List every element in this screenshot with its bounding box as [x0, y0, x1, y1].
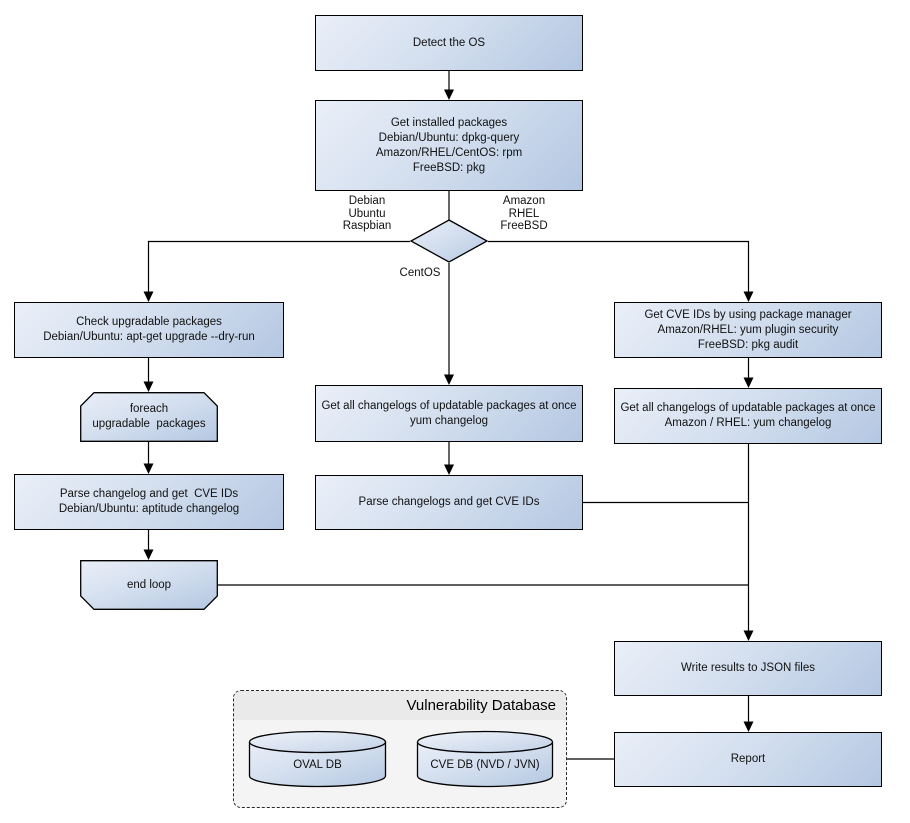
connector-line [488, 240, 750, 293]
node-foreach-loop: foreach upgradable packages [80, 392, 218, 442]
edge-label-centos-branch: CentOS [399, 267, 441, 279]
database-cylinder-icon [248, 730, 387, 788]
node-cve-db: CVE DB (NVD / JVN) [416, 730, 554, 788]
node-label: Report [730, 753, 766, 765]
node-check-upgradable-packages: Check upgradable packages Debian/Ubuntu:… [14, 302, 284, 358]
connector-line [147, 240, 410, 293]
loop-end-shape [80, 560, 218, 610]
node-get-installed-packages: Get installed packages Debian/Ubuntu: dp… [315, 100, 583, 191]
arrowhead-icon [743, 377, 754, 388]
database-cylinder-icon [416, 730, 554, 788]
node-end-loop: end loop [80, 560, 218, 610]
arrowhead-icon [143, 291, 154, 302]
node-label: end loop [126, 578, 172, 591]
node-parse-changelog-debian: Parse changelog and get CVE IDs Debian/U… [14, 474, 284, 530]
node-get-cve-ids-pkgmgr: Get CVE IDs by using package manager Ama… [614, 302, 882, 358]
edge-label-debian-branch: Debian Ubuntu Raspbian [342, 195, 392, 232]
node-report: Report [614, 732, 882, 787]
arrowhead-icon [743, 291, 754, 302]
arrowhead-icon [444, 89, 454, 100]
node-label: OVAL DB [293, 758, 342, 771]
node-get-changelogs-amazon: Get all changelogs of updatable packages… [614, 388, 882, 444]
node-get-changelogs-centos: Get all changelogs of updatable packages… [315, 385, 583, 442]
loop-begin-shape [80, 392, 218, 442]
node-oval-db: OVAL DB [248, 730, 387, 788]
arrowhead-icon [743, 721, 754, 732]
node-os-decision-diamond [409, 219, 489, 263]
arrowhead-icon [143, 381, 154, 392]
edge-label-amazon-branch: Amazon RHEL FreeBSD [500, 195, 548, 232]
node-label: Check upgradable packages Debian/Ubuntu:… [43, 316, 255, 343]
container-title: Vulnerability Database [406, 697, 556, 714]
arrowhead-icon [444, 464, 454, 475]
arrowhead-icon [444, 374, 454, 385]
node-label: Get all changelogs of updatable packages… [321, 399, 577, 427]
node-label: Get CVE IDs by using package manager Ama… [644, 308, 852, 351]
diamond-icon [409, 219, 489, 263]
container-header: Vulnerability Database [234, 691, 566, 720]
node-write-results: Write results to JSON files [614, 641, 882, 696]
arrowhead-icon [743, 630, 754, 641]
node-label: Parse changelogs and get CVE IDs [358, 496, 540, 508]
node-label: Get all changelogs of updatable packages… [620, 402, 876, 429]
node-label: Get installed packages Debian/Ubuntu: dp… [375, 116, 523, 174]
arrowhead-icon [143, 549, 154, 560]
node-detect-os: Detect the OS [315, 15, 583, 71]
node-label: Write results to JSON files [681, 662, 815, 674]
node-label: Parse changelog and get CVE IDs Debian/U… [58, 488, 240, 515]
node-label: CVE DB (NVD / JVN) [430, 758, 540, 771]
node-label: foreach upgradable packages [92, 403, 206, 430]
node-parse-changelogs-centos: Parse changelogs and get CVE IDs [315, 475, 583, 530]
vulnerability-database-container: Vulnerability Database [233, 690, 567, 808]
node-label: Detect the OS [412, 36, 486, 49]
arrowhead-icon [143, 463, 154, 474]
